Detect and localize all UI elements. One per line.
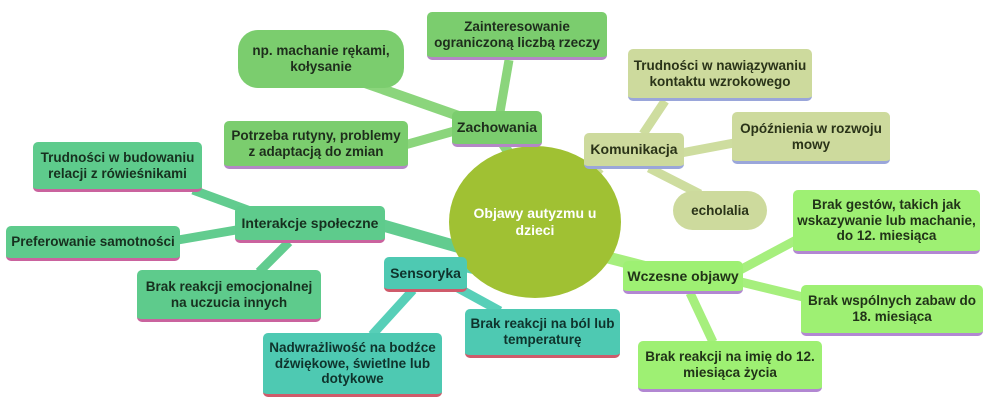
connector-line-interakcje-spoleczne [255, 238, 293, 276]
connector-line-zachowania [399, 125, 460, 151]
branch-hub-zachowania: Zachowania [452, 111, 542, 147]
connector-line-komunikacja [639, 98, 669, 137]
node-opoznienia-w-rozwoju: Opóźnienia w rozwoju mowy [732, 112, 890, 164]
node-brak-reakcji-emocjonalnej: Brak reakcji emocjonalnej na uczucia inn… [137, 270, 321, 322]
node-np-machanie-rekami: np. machanie rękami, kołysanie [238, 30, 404, 88]
branch-hub-interakcje-spoleczne: Interakcje społeczne [235, 206, 385, 243]
node-echolalia: echolalia [673, 191, 767, 230]
connector-line-interakcje-spoleczne [177, 224, 243, 245]
branch-hub-sensoryka: Sensoryka [384, 257, 467, 292]
connector-line-sensoryka [368, 286, 417, 339]
branch-hub-wczesne-objawy: Wczesne objawy [623, 261, 743, 294]
connector-line-sensoryka [455, 284, 503, 315]
branch-hub-komunikacja: Komunikacja [584, 133, 684, 169]
node-brak-reakcji-na: Brak reakcji na ból lub temperaturę [465, 309, 620, 358]
node-brak-wspolnych-zabaw: Brak wspólnych zabaw do 18. miesiąca [801, 285, 983, 336]
node-trudnosci-w-nawiazywaniu: Trudności w nawiązywaniu kontaktu wzroko… [628, 49, 812, 101]
connector-line-wczesne-objawy [737, 234, 803, 274]
node-brak-gestow-takich: Brak gestów, takich jak wskazywanie lub … [793, 190, 980, 254]
central-topic: Objawy autyzmu u dzieci [449, 146, 621, 298]
connector-line-zachowania [495, 59, 514, 113]
node-potrzeba-rutyny-problemy: Potrzeba rutyny, problemy z adaptacją do… [224, 121, 408, 169]
node-trudnosci-w-budowaniu: Trudności w budowaniu relacji z rówieśni… [33, 142, 202, 192]
node-zainteresowanie-ograniczona-liczba: Zainteresowanie ograniczoną liczbą rzecz… [427, 12, 607, 60]
node-brak-reakcji-na: Brak reakcji na imię do 12. miesiąca życ… [638, 341, 822, 392]
connector-line-interakcje-spoleczne [376, 218, 464, 254]
node-preferowanie-samotnosci: Preferowanie samotności [6, 226, 180, 261]
connector-line-komunikacja [680, 138, 735, 158]
connector-line-komunikacja [646, 163, 703, 199]
connector-line-wczesne-objawy [685, 291, 718, 344]
connector-line-wczesne-objawy [739, 277, 805, 302]
node-nadwrazliwosc-na-bodzce: Nadwrażliwość na bodźce dźwiękowe, świet… [263, 333, 442, 397]
